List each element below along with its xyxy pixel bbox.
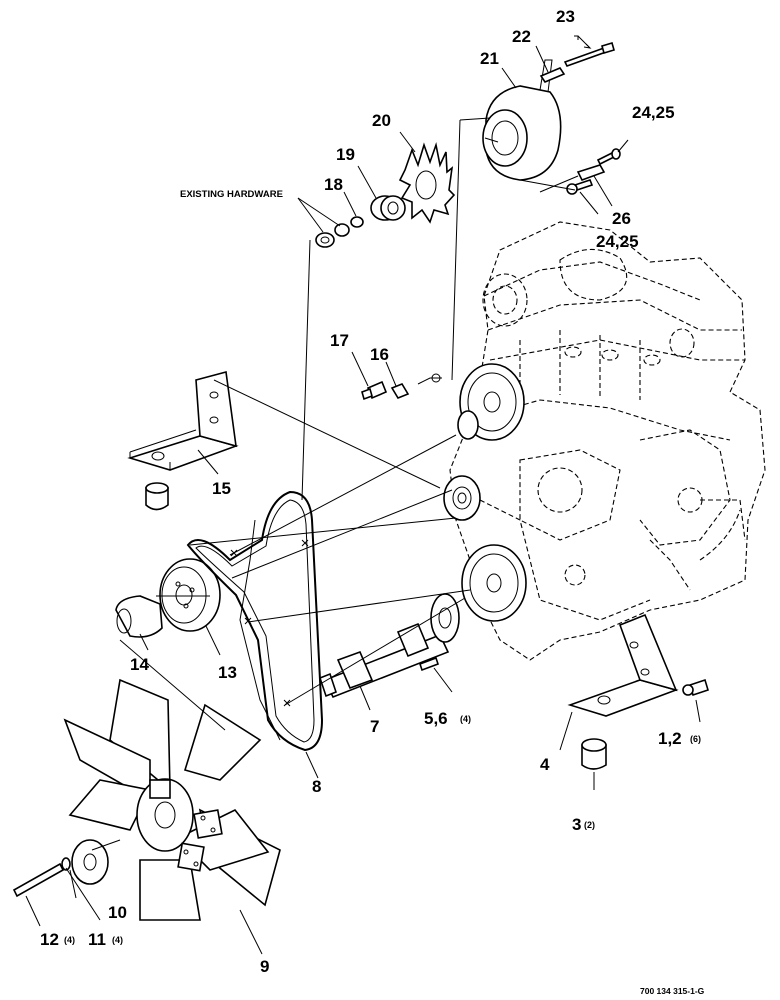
- callout-8: 8: [312, 777, 321, 796]
- callout-22: 22: [512, 27, 531, 46]
- callout-23: 23: [556, 7, 575, 26]
- bolt-24-25-lower: [566, 179, 594, 195]
- callout-18: 18: [324, 175, 343, 194]
- callout-3: 3: [572, 815, 581, 834]
- alignment-lines: [91, 117, 576, 851]
- leader-lines: [25, 35, 701, 955]
- callout-11: 11: [88, 930, 106, 949]
- callout-11-qty: (4): [112, 935, 123, 945]
- engine-mount-15: [127, 370, 239, 471]
- callout-26: 26: [612, 209, 631, 228]
- fitting-17: [361, 380, 388, 401]
- callout-24-25-upper: 24,25: [632, 103, 675, 122]
- fan-drive-pulley: [159, 558, 221, 632]
- callout-12-qty: (4): [64, 935, 75, 945]
- callout-13: 13: [218, 663, 237, 682]
- spacer: [350, 216, 364, 228]
- callout-1-2-qty: (6): [690, 734, 701, 744]
- callout-5-6: 5,6: [424, 709, 448, 728]
- callout-16: 16: [370, 345, 389, 364]
- callout-24-25-lower: 24,25: [596, 232, 639, 251]
- rubber-isolator-15: [145, 482, 169, 511]
- existing-hardware-label: EXISTING HARDWARE: [180, 189, 283, 200]
- existing-hardware: [315, 223, 350, 248]
- callout-17: 17: [330, 331, 349, 350]
- crank-pulley-upper: [457, 363, 525, 441]
- alternator-bracket: [539, 164, 606, 193]
- fan-spacer-plate-10: [71, 839, 109, 885]
- fan-blade-assembly: [63, 678, 281, 921]
- bolt-23: [563, 42, 615, 67]
- callout-4: 4: [540, 755, 550, 774]
- figure-reference: 700 134 315-1-G: [640, 986, 705, 996]
- bolt-5-6: [418, 656, 440, 672]
- spacer-22: [539, 67, 566, 83]
- bolt-24-25-upper: [596, 148, 621, 166]
- callout-21: 21: [480, 49, 499, 68]
- bolt-1-2: [682, 678, 709, 697]
- callout-3-qty: (2): [584, 820, 595, 830]
- alternator-fan: [398, 141, 456, 224]
- crank-pulley-lower: [461, 544, 527, 622]
- callout-1-2: 1,2: [658, 729, 682, 748]
- engine-block: [449, 221, 766, 661]
- callout-10: 10: [108, 903, 127, 922]
- callout-19: 19: [336, 145, 355, 164]
- fitting-16: [390, 383, 410, 399]
- idler-pulley: [443, 475, 481, 521]
- callout-5-6-qty: (4): [460, 714, 471, 724]
- rubber-isolator-3: [581, 738, 607, 770]
- alternator-pulley: [370, 195, 406, 221]
- fan-hub: [115, 595, 163, 638]
- callout-9: 9: [260, 957, 269, 976]
- engine-mount-4: [567, 613, 679, 717]
- callout-7: 7: [370, 717, 379, 736]
- callout-20: 20: [372, 111, 391, 130]
- callout-15: 15: [212, 479, 231, 498]
- drive-belt: [186, 490, 324, 752]
- bolt-12: [12, 857, 71, 898]
- callout-12: 12: [40, 930, 59, 949]
- drive-shaft: [319, 593, 460, 699]
- callout-14: 14: [130, 655, 149, 674]
